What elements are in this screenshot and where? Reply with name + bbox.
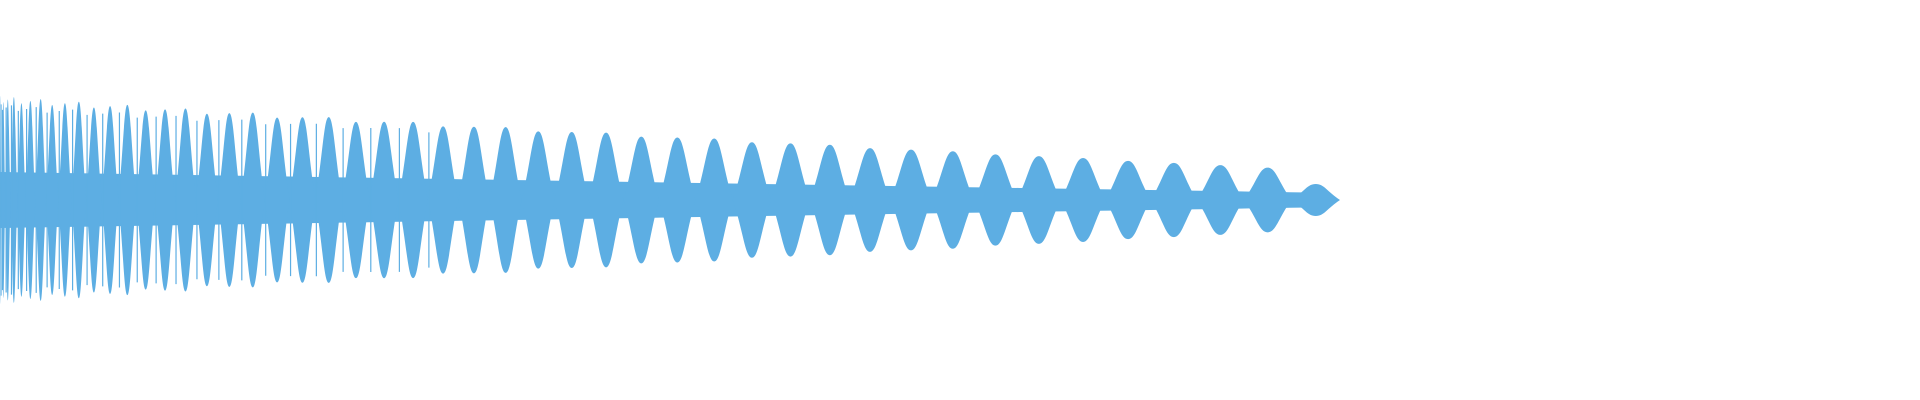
waveform-lobe [588,132,624,268]
waveform-lobe [521,131,555,269]
waveform-lobe [175,108,196,292]
waveform-lobe [849,148,891,252]
waveform-lobe [809,144,850,256]
waveform-lobe [240,112,265,288]
waveform-lobe [342,121,370,279]
waveform-lobe [1105,160,1151,240]
waveform-lobe [289,117,316,283]
waveform-lobe [369,121,399,279]
waveform-lobe [264,117,290,283]
waveform-lobe [10,97,18,303]
waveform-lobe [155,109,176,291]
waveform-lobe [1060,158,1106,242]
waveform-lobe [770,143,810,257]
waveform-lobe [195,113,218,287]
waveform-lobe [890,149,932,251]
waveform-lobe [931,151,974,249]
waveform-lobe [659,137,696,263]
waveform-lobe [1243,167,1292,233]
waveform-lobe [71,101,87,299]
waveform-lobe [217,113,241,287]
waveform-lobe [46,105,59,295]
waveform-lobe [427,126,459,274]
waveform-lobe [58,103,72,297]
waveform-lobe [315,117,343,283]
waveform-lobe [35,99,47,301]
waveform-lobe [1150,162,1197,238]
waveform-lobe [732,142,771,258]
waveform-lobe [118,104,137,296]
waveform-lobe [973,154,1017,246]
waveform-lobe [1291,184,1340,216]
waveform-lobe [86,107,102,293]
waveform-lobe [1016,156,1061,244]
waveform-lobe [623,136,660,264]
waveform-lobe [101,106,119,294]
waveform-lobe [554,131,589,269]
waveform-lobe [136,110,156,290]
waveform-lobe [1196,165,1244,235]
waveform-lobe [398,121,428,279]
waveform-lobe [25,101,36,299]
waveform-lobe [489,127,522,273]
waveform-lobe [17,103,26,297]
waveform-lobe [695,138,733,262]
waveform-lobe [458,126,490,274]
